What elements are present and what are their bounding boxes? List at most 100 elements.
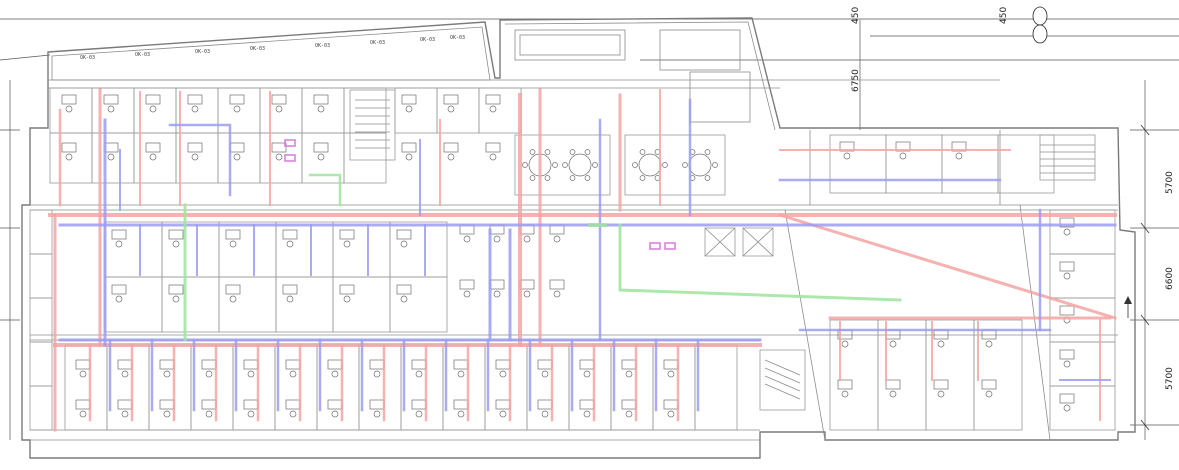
desk — [411, 359, 427, 370]
chair — [639, 175, 646, 181]
supply-duct — [778, 213, 1117, 320]
desk — [229, 142, 245, 153]
desk — [495, 359, 511, 370]
chair — [1063, 228, 1071, 236]
desk — [621, 359, 637, 370]
desk — [396, 229, 412, 240]
desk — [285, 359, 301, 370]
desk — [327, 359, 343, 370]
office-room — [829, 134, 887, 194]
chair — [1063, 272, 1071, 280]
chair — [149, 105, 157, 113]
office-room — [217, 132, 261, 184]
desk — [339, 284, 355, 295]
grid-lines — [0, 18, 1179, 440]
chair — [493, 290, 501, 298]
chair — [667, 370, 675, 378]
desk — [411, 399, 427, 410]
chair — [457, 370, 465, 378]
chair — [522, 162, 528, 168]
desk — [61, 94, 77, 105]
desk — [271, 94, 287, 105]
office-room — [694, 344, 738, 431]
desk — [885, 329, 901, 340]
chair — [400, 240, 408, 248]
office-room — [568, 344, 612, 431]
desk — [187, 94, 203, 105]
chair — [373, 370, 381, 378]
office-room — [973, 319, 1023, 431]
chair — [317, 153, 325, 161]
desk — [981, 329, 997, 340]
chair — [712, 162, 718, 168]
chair — [841, 390, 849, 398]
desk — [243, 359, 259, 370]
chair — [275, 153, 283, 161]
chair — [569, 149, 576, 155]
chair — [843, 152, 851, 160]
desk — [495, 399, 511, 410]
chair — [583, 370, 591, 378]
desk — [485, 142, 501, 153]
chair — [625, 410, 633, 418]
desk — [75, 399, 91, 410]
chair — [937, 340, 945, 348]
chair — [405, 153, 413, 161]
desk — [885, 379, 901, 390]
window-tag: OK-03 — [450, 35, 465, 41]
chair — [489, 153, 497, 161]
chair — [553, 290, 561, 298]
desk — [401, 142, 417, 153]
window-tag: OK-03 — [80, 55, 95, 61]
window-tag: OK-03 — [250, 46, 265, 52]
chair — [149, 153, 157, 161]
chair — [163, 410, 171, 418]
office-room — [925, 319, 975, 431]
desk — [103, 94, 119, 105]
desk — [369, 399, 385, 410]
chair — [331, 410, 339, 418]
chair — [107, 105, 115, 113]
chair — [317, 105, 325, 113]
chair — [191, 153, 199, 161]
chair — [544, 149, 551, 155]
chair — [172, 295, 180, 303]
desk — [489, 279, 505, 290]
desk — [663, 359, 679, 370]
chair — [493, 235, 501, 243]
desk — [1059, 261, 1075, 272]
dimension-top-450-b: 450 — [999, 7, 1009, 24]
chair — [667, 410, 675, 418]
fan-coil-unit — [649, 242, 661, 250]
desk — [837, 379, 853, 390]
chair — [889, 390, 897, 398]
chair — [121, 410, 129, 418]
desk — [1059, 217, 1075, 228]
desk — [1059, 305, 1075, 316]
office-room — [484, 344, 528, 431]
dimension-top-450-a: 450 — [851, 7, 861, 24]
office-room — [343, 132, 387, 184]
desk — [369, 359, 385, 370]
desk — [229, 94, 245, 105]
chair — [552, 162, 558, 168]
chair — [529, 175, 536, 181]
building-walls — [21, 17, 1136, 459]
grid-bubble — [1032, 6, 1048, 26]
desk — [485, 94, 501, 105]
chair — [463, 290, 471, 298]
chair — [662, 162, 668, 168]
fan-coil-unit — [284, 139, 296, 147]
chair — [937, 390, 945, 398]
chair — [529, 149, 536, 155]
office-room — [358, 344, 402, 431]
desk — [201, 359, 217, 370]
desk — [453, 399, 469, 410]
round-table — [638, 153, 662, 177]
chair — [499, 370, 507, 378]
chair — [286, 295, 294, 303]
desk — [285, 399, 301, 410]
chair — [704, 149, 711, 155]
chair — [523, 290, 531, 298]
chair — [121, 370, 129, 378]
